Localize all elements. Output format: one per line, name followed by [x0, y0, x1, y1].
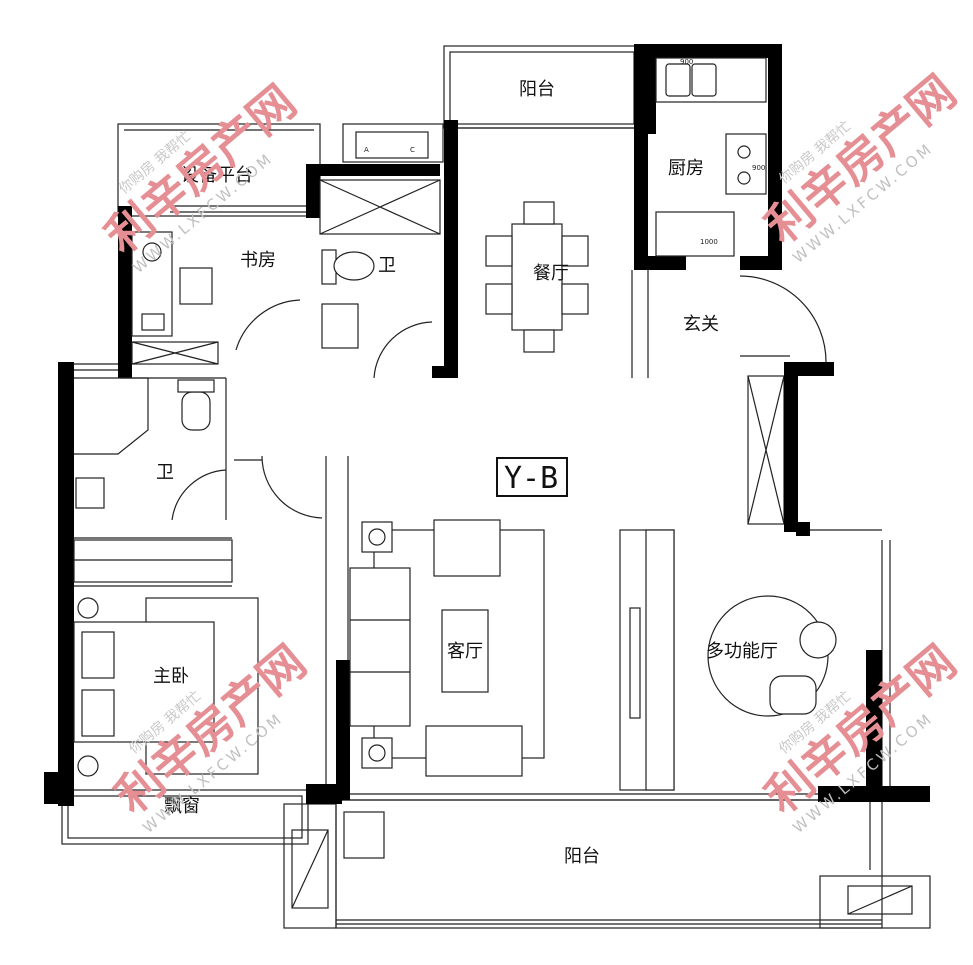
ac-label-a: A — [364, 146, 369, 154]
room-label-dining: 餐厅 — [533, 263, 569, 284]
room-label-foyer: 玄关 — [683, 314, 719, 335]
fixture-labels: 900 900 1000 A C — [364, 58, 765, 246]
fridge-label: 1000 — [700, 238, 718, 246]
fixtures — [73, 57, 837, 859]
room-label-study: 书房 — [240, 250, 276, 271]
type-tag: Y-B — [496, 457, 568, 497]
stove-label: 900 — [752, 164, 765, 172]
room-label-bay-window: 飘窗 — [164, 796, 200, 817]
sink-size-label: 900 — [680, 58, 693, 66]
room-label-bath-left: 卫 — [156, 462, 174, 483]
type-tag-text: Y-B — [504, 461, 558, 496]
watermark-top-left: 你购房 我帮忙 利辛房产网 WWW.LXFCW.COM — [95, 75, 306, 277]
walls — [44, 44, 930, 806]
outline-lines — [61, 45, 931, 929]
room-label-equipment-platform: 设备平台 — [181, 165, 253, 186]
ac-label-c: C — [410, 146, 415, 154]
watermark-brand: 利辛房产网 — [755, 65, 966, 254]
watermark-brand: 利辛房产网 — [95, 75, 306, 264]
room-labels: 阳台 厨房 设备平台 书房 卫 餐厅 玄关 卫 客厅 多功能厅 主卧 飘窗 阳台 — [153, 79, 778, 867]
room-label-balcony-top: 阳台 — [519, 79, 555, 100]
room-label-multi-function: 多功能厅 — [706, 641, 778, 662]
room-label-balcony-bottom: 阳台 — [564, 846, 600, 867]
door-swings — [171, 275, 827, 521]
room-label-living: 客厅 — [447, 641, 483, 662]
room-label-master-bedroom: 主卧 — [153, 666, 189, 687]
room-label-bath-top: 卫 — [378, 255, 396, 276]
room-label-kitchen: 厨房 — [668, 158, 704, 179]
